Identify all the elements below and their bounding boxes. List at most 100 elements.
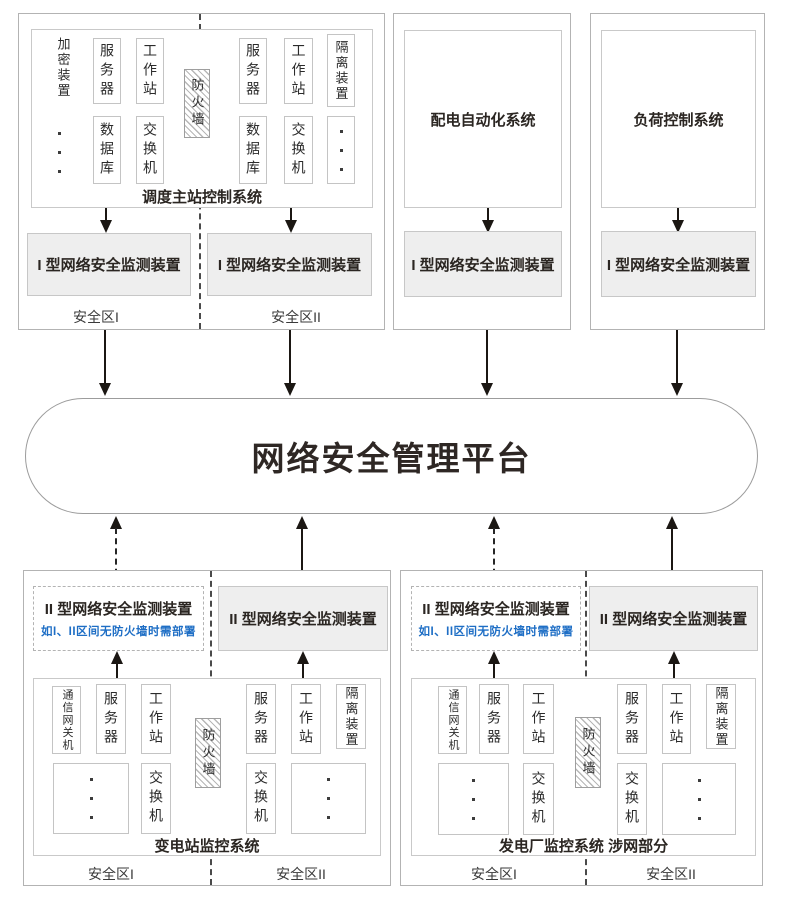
load-control-system-box: 负荷控制系统: [601, 30, 756, 208]
device-box-server: 服务器: [246, 684, 276, 754]
device-box-switch: 交换机: [617, 763, 647, 835]
device-label-isolation: 隔离装置: [333, 39, 349, 102]
arrow-down-icon: [672, 220, 684, 233]
monitor-note: 如I、II区间无防火墙时需部署: [40, 626, 197, 638]
zone-label-2: 安全区II: [646, 866, 696, 882]
dispatch-block: 调度主站控制系统 加密装置 服务器 工作站 数据库 交换机 防火墙 服务器 工作…: [18, 13, 385, 330]
substation-system-label: 变电站监控系统: [154, 838, 260, 855]
device-box-server: 服务器: [93, 38, 121, 104]
device-label-switch: 交换机: [253, 770, 269, 827]
device-box-switch: 交换机: [246, 763, 276, 834]
device-label-workstation: 工作站: [298, 690, 314, 748]
distribution-system-box: 配电自动化系统: [404, 30, 562, 208]
device-box-database: 数据库: [239, 116, 267, 184]
device-label-server: 服务器: [103, 690, 119, 748]
arrow-down-icon: [671, 383, 683, 396]
device-label-switch: 交换机: [624, 770, 640, 828]
monitor-type1-label: I 型网络安全监测装置: [217, 257, 362, 274]
ellipsis-box: [438, 763, 509, 835]
platform-label: 网络安全管理平台: [251, 440, 532, 477]
ellipsis-dots: [697, 778, 701, 820]
device-label-server: 服务器: [99, 42, 115, 100]
device-label-switch: 交换机: [290, 121, 307, 179]
monitor-type2-label: II 型网络安全监测装置: [422, 601, 570, 618]
device-encryptor: 加密装置: [51, 37, 75, 111]
arrow-line: [492, 663, 496, 678]
device-box-server: 服务器: [96, 684, 126, 754]
dispatch-system-label: 调度主站控制系统: [141, 189, 262, 206]
device-box-gateway: 通信网关机: [438, 686, 467, 754]
arrow-line: [104, 208, 108, 222]
zone-label-1: 安全区I: [73, 309, 119, 325]
distribution-block: 配电自动化系统 I 型网络安全监测装置: [393, 13, 571, 330]
device-box-server: 服务器: [617, 684, 647, 754]
device-label-server: 服务器: [624, 690, 640, 748]
zone-label-2: 安全区II: [271, 309, 321, 325]
device-label-server: 服务器: [486, 690, 502, 748]
monitor-type1-box: I 型网络安全监测装置: [207, 233, 372, 296]
device-label-switch: 交换机: [148, 770, 164, 827]
firewall-box: 防火墙: [195, 718, 221, 788]
load-control-system-label: 负荷控制系统: [633, 111, 724, 129]
device-box-server: 服务器: [239, 38, 267, 104]
arrow-up-icon: [488, 651, 500, 664]
monitor-type1-label: I 型网络安全监测装置: [37, 257, 181, 274]
substation-block: II 型网络安全监测装置 如I、II区间无防火墙时需部署 II 型网络安全监测装…: [23, 570, 391, 886]
monitor-type1-label: I 型网络安全监测装置: [606, 256, 751, 274]
arrow-line: [301, 663, 305, 678]
device-label-workstation: 工作站: [668, 690, 685, 748]
ellipsis-dots: [327, 778, 330, 819]
arrow-up-icon: [111, 651, 123, 664]
device-label-server: 服务器: [245, 42, 261, 100]
firewall-box: 防火墙: [575, 717, 601, 788]
distribution-system-label: 配电自动化系统: [430, 111, 536, 129]
monitor-type2-dashed-box: II 型网络安全监测装置 如I、II区间无防火墙时需部署: [411, 586, 581, 651]
firewall-label: 防火墙: [200, 727, 216, 779]
arrow-down-icon: [100, 220, 112, 233]
device-box-workstation: 工作站: [141, 684, 171, 754]
arrow-down-icon: [285, 220, 297, 233]
arrow-line: [103, 330, 107, 384]
monitor-note: 如I、II区间无防火墙时需部署: [418, 626, 574, 638]
plant-system-label: 发电厂监控系统 涉网部分: [498, 838, 669, 855]
arrow-line: [670, 528, 674, 585]
device-label-encryptor: 加密装置: [55, 37, 71, 99]
arrow-up-icon: [666, 516, 678, 529]
firewall-label: 防火墙: [580, 727, 596, 778]
platform: 网络安全管理平台: [25, 398, 758, 514]
arrow-line: [676, 208, 680, 222]
zone-label-1: 安全区I: [471, 866, 517, 882]
device-label-workstation: 工作站: [148, 690, 164, 748]
arrow-line: [675, 330, 679, 384]
arrow-up-icon: [488, 516, 500, 529]
device-box-workstation: 工作站: [136, 38, 164, 104]
zone-label-2: 安全区II: [276, 866, 326, 882]
arrow-up-icon: [668, 651, 680, 664]
device-box-gateway: 通信网关机: [52, 686, 81, 754]
firewall-box: 防火墙: [184, 69, 210, 138]
monitor-type1-box: I 型网络安全监测装置: [404, 231, 562, 297]
arrow-line: [485, 330, 489, 384]
ellipsis-box: [53, 763, 129, 834]
arrow-dashed-line: [114, 528, 117, 585]
device-box-isolation: 隔离装置: [327, 34, 355, 107]
arrow-down-icon: [481, 383, 493, 396]
ellipsis-dots: [472, 778, 475, 820]
device-label-database: 数据库: [99, 121, 115, 179]
ellipsis-box: [327, 116, 355, 184]
monitor-type2-label: II 型网络安全监测装置: [599, 611, 748, 628]
device-box-workstation: 工作站: [523, 684, 554, 754]
device-label-isolation: 隔离装置: [713, 685, 729, 748]
arrow-line: [486, 208, 490, 222]
arrow-dashed-line: [492, 528, 495, 585]
arrow-down-icon: [99, 383, 111, 396]
arrow-line: [672, 663, 676, 678]
ellipsis-dots: [339, 129, 343, 171]
device-label-server: 服务器: [253, 690, 269, 748]
device-box-switch: 交换机: [284, 116, 313, 184]
arrow-down-icon: [284, 383, 296, 396]
arrow-line: [300, 528, 304, 585]
device-box-switch: 交换机: [136, 116, 164, 184]
device-label-workstation: 工作站: [142, 42, 158, 100]
